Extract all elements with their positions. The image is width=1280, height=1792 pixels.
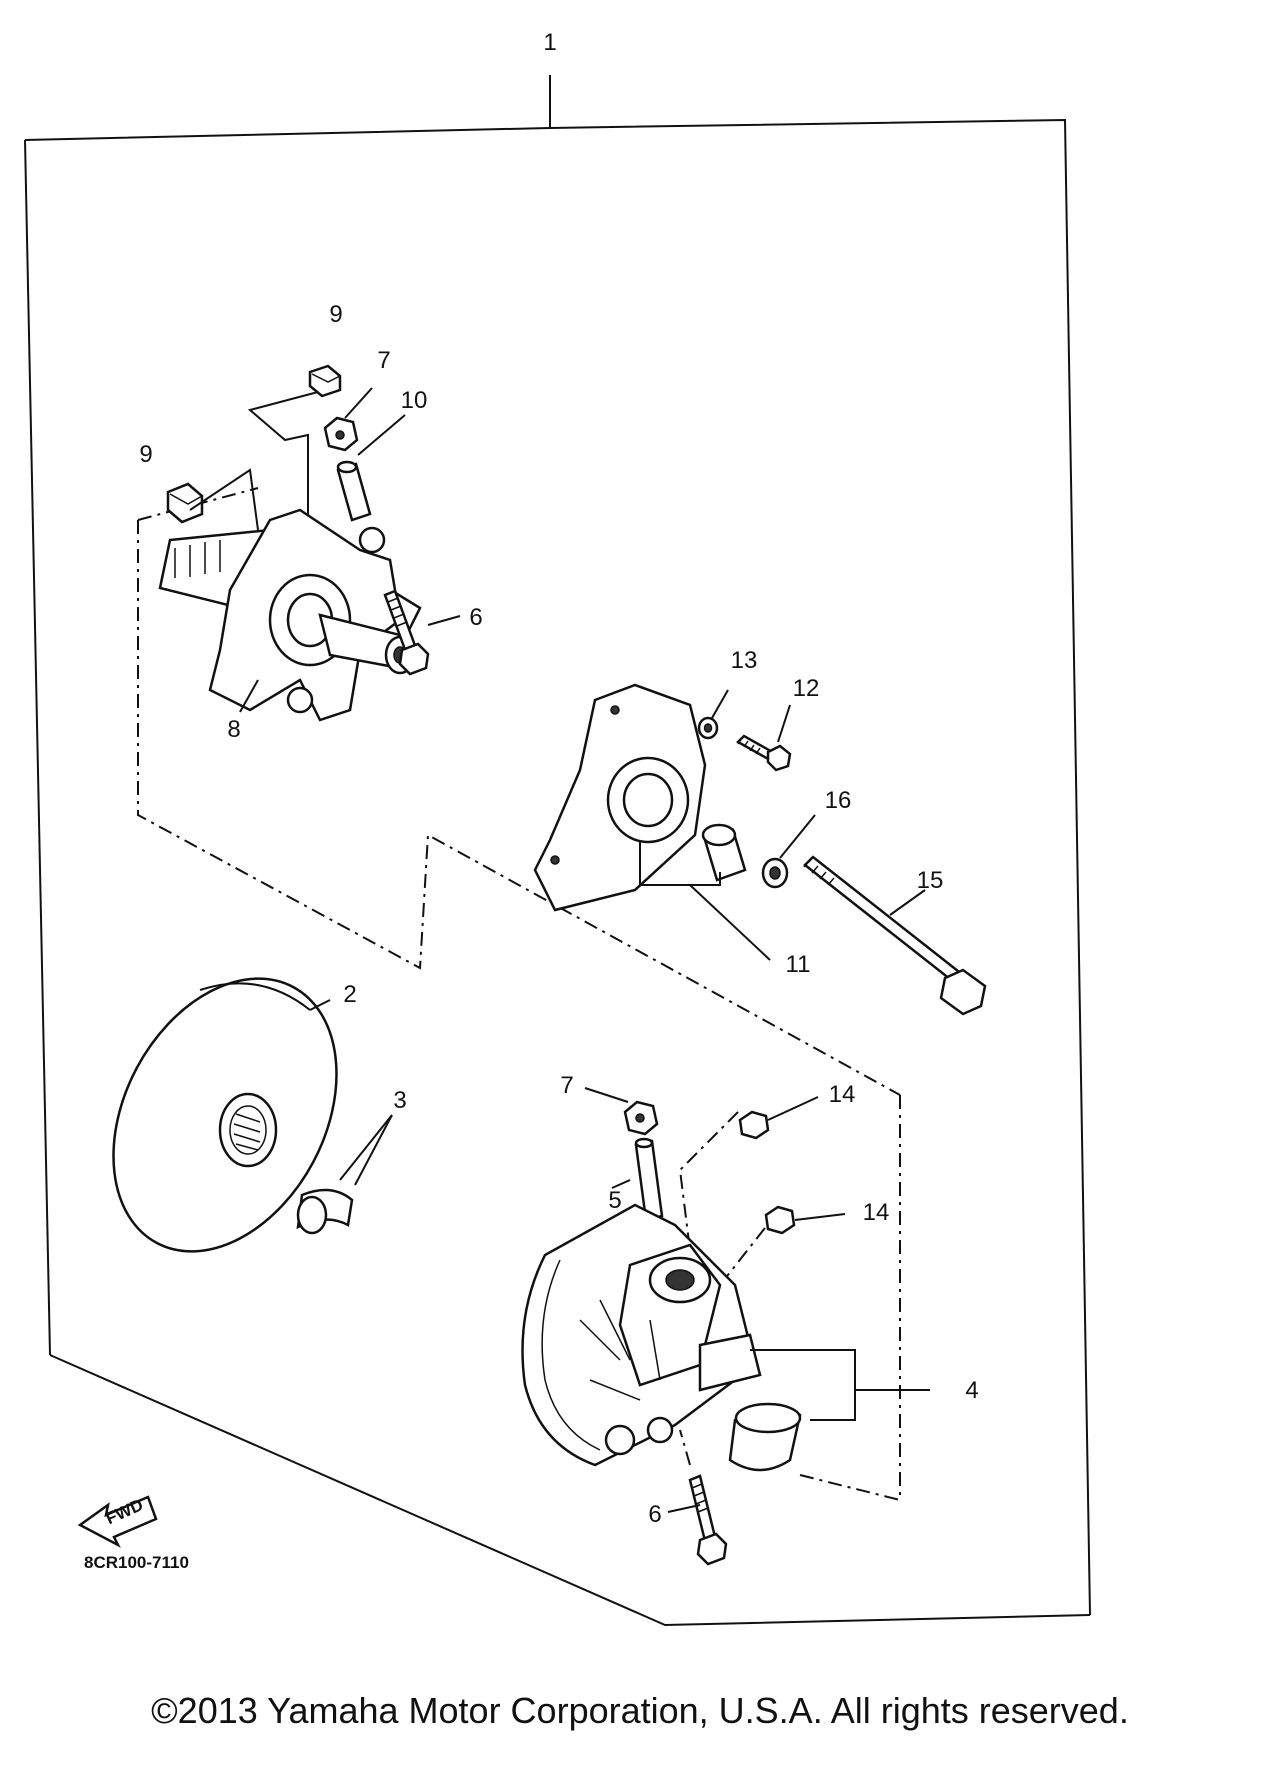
label-part-4: 4: [965, 1377, 978, 1404]
label-part-11: 11: [786, 951, 811, 978]
part-6-lower-bolt: [667, 1429, 728, 1566]
part-6-upper-bolt: [383, 589, 461, 676]
part-13-washer: [697, 689, 729, 740]
label-part-14-lower: 14: [863, 1199, 890, 1226]
label-part-14-upper: 14: [829, 1081, 856, 1108]
copyright-notice: ©2013 Yamaha Motor Corporation, U.S.A. A…: [151, 1690, 1129, 1731]
part-2-sheave: [112, 977, 338, 1253]
part-7-lower-nut: [584, 1087, 659, 1136]
label-part-3: 3: [393, 1087, 406, 1114]
label-part-6-lower: 6: [648, 1501, 661, 1528]
part-4-bushing: [728, 1402, 901, 1501]
label-part-9-lower: 9: [139, 441, 152, 468]
label-part-7-lower: 7: [560, 1072, 573, 1099]
part-11-bushing: [639, 823, 771, 961]
cover-plate: [533, 683, 707, 912]
label-part-13: 13: [731, 647, 758, 674]
part-3-collar: [296, 1114, 393, 1235]
label-part-2: 2: [343, 981, 356, 1008]
label-part-8: 8: [227, 716, 240, 743]
part-16-washer: [761, 814, 816, 889]
part-8-spider-assembly: [158, 508, 422, 722]
label-part-5: 5: [608, 1187, 621, 1214]
part-10-pin: [336, 414, 406, 522]
label-part-9-upper: 9: [329, 301, 342, 328]
part-9-lower-clip: [166, 468, 259, 531]
part-7-upper-nut: [323, 387, 373, 452]
assembly-frame: [24, 75, 1091, 1627]
label-part-10: 10: [401, 387, 428, 414]
part-4-housing: [521, 1203, 930, 1467]
drawing-code: 8CR100-7110: [84, 1553, 189, 1572]
part-9-upper-clip: [247, 364, 342, 520]
part-5-pin: [611, 1137, 664, 1222]
fwd-arrow-icon: FWD: [77, 1495, 158, 1548]
part-15-long-bolt: [803, 855, 987, 1016]
label-part-16: 16: [825, 787, 852, 814]
part-14-upper-nut: [678, 1096, 819, 1251]
callout-labels: 1 2 3 4 5 6 6 7 7 8 9 9 10 11 12 13 14 1…: [139, 29, 978, 1528]
label-part-15: 15: [917, 867, 944, 894]
label-part-7-upper: 7: [377, 347, 390, 374]
part-12-bolt: [735, 704, 792, 772]
label-part-12: 12: [793, 675, 820, 702]
label-part-6-upper: 6: [469, 604, 482, 631]
label-part-1: 1: [543, 29, 556, 56]
